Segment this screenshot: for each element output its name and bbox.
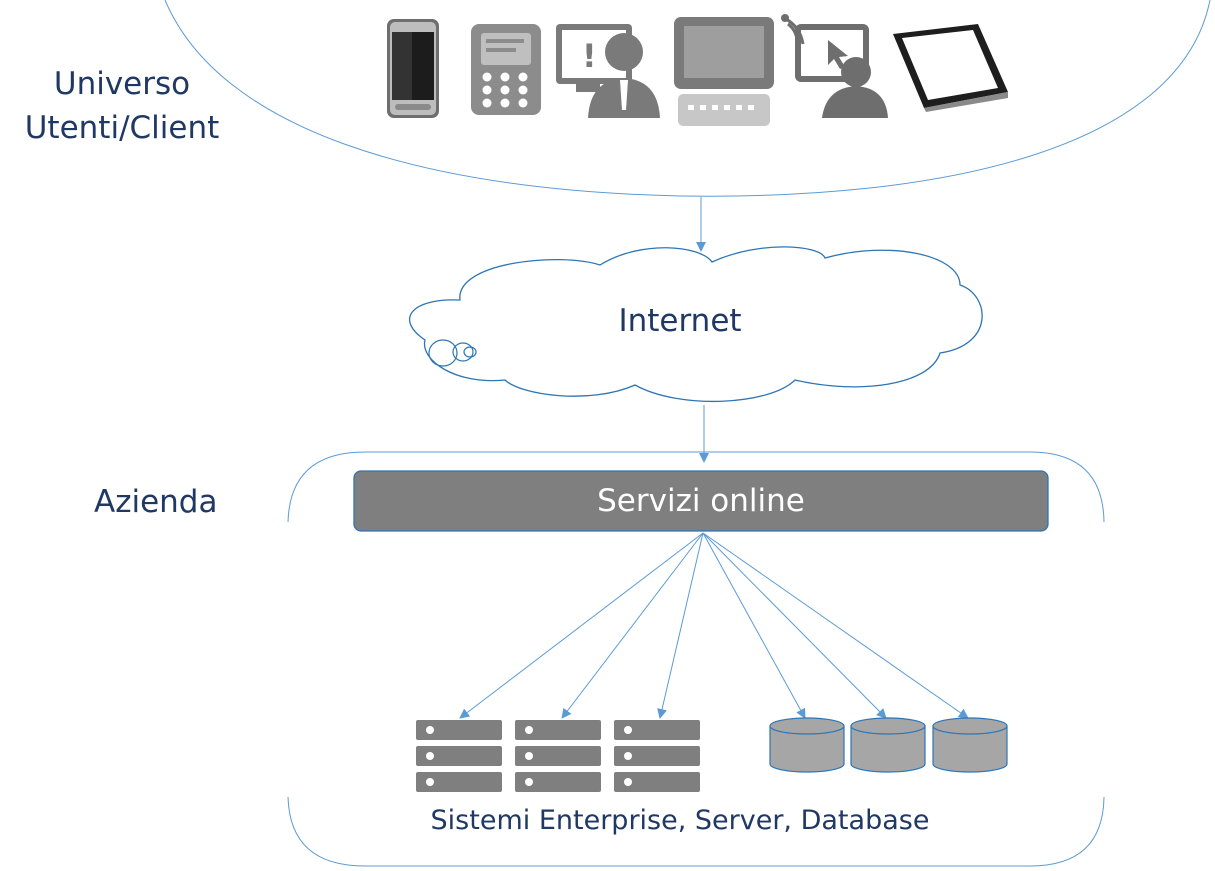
server-rack-icon [515,720,601,792]
company-enclosure-top [287,451,1105,523]
database-icon [932,717,1008,773]
server-rack-icon [416,720,502,792]
internet-label: Internet [618,303,742,339]
arrow-to-database-2 [702,532,887,719]
services-bar [353,470,1049,532]
database-icon [850,717,926,773]
cloud-puffs [428,339,477,367]
users-label-line1: Universo [53,66,191,102]
users-universe-label: Universo Utenti/Client [22,62,222,150]
svg-text:!: ! [582,37,597,75]
remote-desktop-user-icon [781,14,888,118]
handheld-terminal-icon [471,24,541,115]
services-label: Servizi online [597,483,805,519]
computer-terminal-icon [674,17,774,126]
fanout-arrows [459,532,969,719]
arrow-to-database-3 [702,532,969,719]
company-label: Azienda [94,484,218,520]
arrow-to-server-2 [561,532,704,719]
users-label-line2: Utenti/Client [24,110,220,146]
tablet-icon [893,24,1008,112]
smartphone-icon [387,19,439,118]
systems-label: Sistemi Enterprise, Server, Database [430,805,930,836]
database-icon [769,717,845,773]
arrow-to-database-1 [702,532,806,719]
users-universe-arc [164,0,1211,197]
internet-cloud [408,246,983,403]
arrow-to-server-1 [459,532,704,719]
arrow-to-server-3 [657,532,704,719]
company-enclosure-bottom [287,796,1105,867]
monitor-alert-user-icon: ! [556,24,660,118]
server-rack-icon [614,720,700,792]
